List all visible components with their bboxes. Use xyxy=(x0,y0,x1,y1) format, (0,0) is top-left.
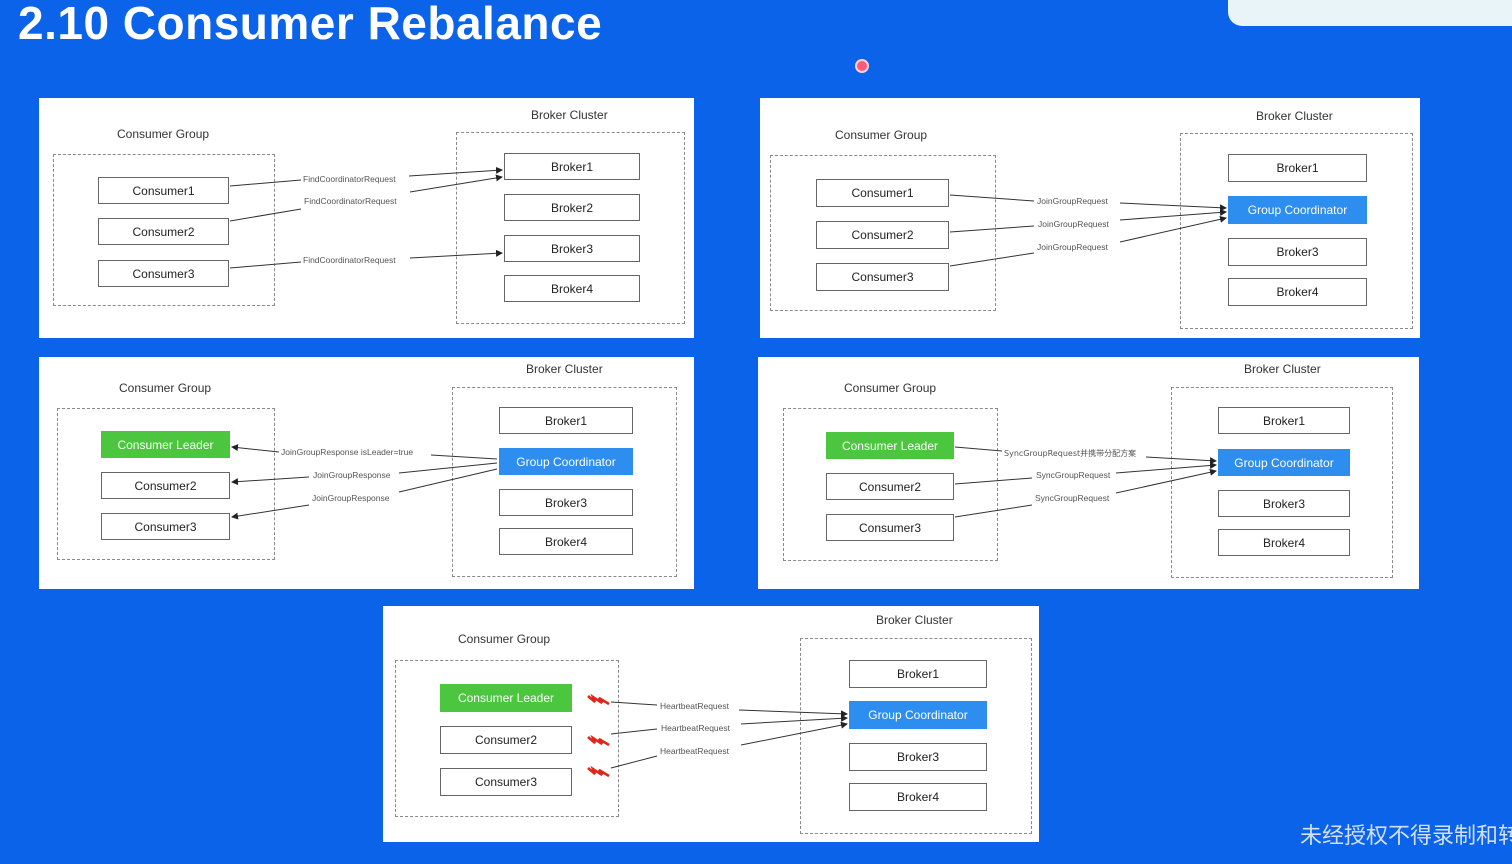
consumer3-box: Consumer3 xyxy=(98,260,229,287)
diagram-sync-group-request: Consumer Group Consumer Leader Consumer2… xyxy=(758,357,1419,589)
consumer-group-frame xyxy=(395,660,619,817)
diagram-find-coordinator: Consumer Group Consumer1 Consumer2 Consu… xyxy=(39,98,694,338)
msg-join-resp-3: JoinGroupResponse xyxy=(312,493,390,503)
consumer3-box: Consumer3 xyxy=(816,263,949,291)
broker1-box: Broker1 xyxy=(1218,407,1350,434)
broker3-box: Broker3 xyxy=(504,235,640,262)
broker4-box: Broker4 xyxy=(1218,529,1350,556)
msg-join-3: JoinGroupRequest xyxy=(1037,242,1109,252)
msg-find-3: FindCoordinatorRequest xyxy=(303,255,396,265)
consumer-leader-box: Consumer Leader xyxy=(826,432,954,459)
group-coordinator-box: Group Coordinator xyxy=(849,701,987,729)
consumer-group-label: Consumer Group xyxy=(458,632,551,646)
consumer2-box: Consumer2 xyxy=(816,221,949,249)
heartbeat-lightning-icon xyxy=(587,734,610,747)
broker4-box: Broker4 xyxy=(499,528,633,555)
consumer2-box: Consumer2 xyxy=(440,726,572,754)
broker3-box: Broker3 xyxy=(499,489,633,516)
msg-find-1: FindCoordinatorRequest xyxy=(303,174,396,184)
broker-cluster-label: Broker Cluster xyxy=(1244,362,1321,376)
group-coordinator-box: Group Coordinator xyxy=(1218,449,1350,476)
msg-join-1: JoinGroupRequest xyxy=(1037,196,1109,206)
broker3-box: Broker3 xyxy=(849,743,987,771)
broker-cluster-frame xyxy=(452,387,677,577)
msg-join-resp-leader: JoinGroupResponse isLeader=true xyxy=(281,447,413,457)
consumer2-box: Consumer2 xyxy=(98,218,229,245)
arrows-join-response: JoinGroupResponse isLeader=true JoinGrou… xyxy=(231,444,498,520)
diagram-join-group-request: Consumer Group Consumer1 Consumer2 Consu… xyxy=(760,98,1420,338)
consumer1-box: Consumer1 xyxy=(98,177,229,204)
msg-sync-2: SyncGroupRequest xyxy=(1036,470,1111,480)
broker-cluster-label: Broker Cluster xyxy=(531,108,608,122)
consumer-group-label: Consumer Group xyxy=(835,128,928,142)
arrows-sync: SyncGroupRequest并携带分配方案 SyncGroupRequest… xyxy=(954,446,1217,518)
msg-join-resp-2: JoinGroupResponse xyxy=(313,470,391,480)
msg-find-2: FindCoordinatorRequest xyxy=(304,196,397,206)
broker2-box: Broker2 xyxy=(504,194,640,221)
broker4-box: Broker4 xyxy=(504,275,640,302)
broker4-box: Broker4 xyxy=(849,783,987,811)
recording-dot-icon xyxy=(855,59,869,73)
broker1-box: Broker1 xyxy=(504,153,640,180)
consumer-group-label: Consumer Group xyxy=(119,381,212,395)
group-coordinator-box: Group Coordinator xyxy=(1228,196,1367,224)
consumer-group-frame xyxy=(53,154,275,306)
broker-cluster-frame xyxy=(800,638,1032,834)
consumer3-box: Consumer3 xyxy=(101,513,230,540)
watermark: 未经授权不得录制和转载 xyxy=(1300,824,1512,849)
consumer-group-frame xyxy=(57,408,275,560)
consumer1-box: Consumer1 xyxy=(816,179,949,207)
broker1-box: Broker1 xyxy=(499,407,633,434)
msg-heartbeat-2: HeartbeatRequest xyxy=(661,723,731,733)
msg-sync-3: SyncGroupRequest xyxy=(1035,493,1110,503)
msg-sync-leader: SyncGroupRequest并携带分配方案 xyxy=(1004,448,1136,458)
arrows-heartbeat: HeartbeatRequest HeartbeatRequest Heartb… xyxy=(587,693,848,778)
consumer-group-label: Consumer Group xyxy=(117,127,210,141)
arrows-join-request: JoinGroupRequest JoinGroupRequest JoinGr… xyxy=(949,194,1227,267)
group-coordinator-box: Group Coordinator xyxy=(499,448,633,475)
heartbeat-lightning-icon xyxy=(587,765,610,778)
broker-cluster-label: Broker Cluster xyxy=(526,362,603,376)
broker-cluster-frame xyxy=(1180,133,1413,329)
msg-heartbeat-1: HeartbeatRequest xyxy=(660,701,730,711)
msg-join-2: JoinGroupRequest xyxy=(1038,219,1110,229)
broker-cluster-label: Broker Cluster xyxy=(876,613,953,627)
consumer-leader-box: Consumer Leader xyxy=(440,684,572,712)
corner-tab xyxy=(1228,0,1512,26)
broker3-box: Broker3 xyxy=(1218,490,1350,517)
broker3-box: Broker3 xyxy=(1228,238,1367,266)
broker-cluster-label: Broker Cluster xyxy=(1256,109,1333,123)
arrows-find: FindCoordinatorRequest FindCoordinatorRe… xyxy=(229,166,503,269)
broker4-box: Broker4 xyxy=(1228,278,1367,306)
broker-cluster-frame xyxy=(1171,387,1393,578)
consumer-group-frame xyxy=(783,408,998,561)
slide-title: 2.10 Consumer Rebalance xyxy=(18,0,603,49)
consumer3-box: Consumer3 xyxy=(440,768,572,796)
broker-cluster-frame xyxy=(456,132,685,324)
consumer-group-label: Consumer Group xyxy=(844,381,937,395)
diagram-heartbeat: Consumer Group Consumer Leader Consumer2… xyxy=(383,606,1039,842)
consumer2-box: Consumer2 xyxy=(101,472,230,499)
broker1-box: Broker1 xyxy=(1228,154,1367,182)
diagram-join-group-response: Consumer Group Consumer Leader Consumer2… xyxy=(39,357,694,589)
consumer2-box: Consumer2 xyxy=(826,473,954,500)
consumer-group-frame xyxy=(770,155,996,311)
broker1-box: Broker1 xyxy=(849,660,987,688)
heartbeat-lightning-icon xyxy=(587,693,610,706)
consumer3-box: Consumer3 xyxy=(826,514,954,541)
consumer-leader-box: Consumer Leader xyxy=(101,431,230,458)
msg-heartbeat-3: HeartbeatRequest xyxy=(660,746,730,756)
